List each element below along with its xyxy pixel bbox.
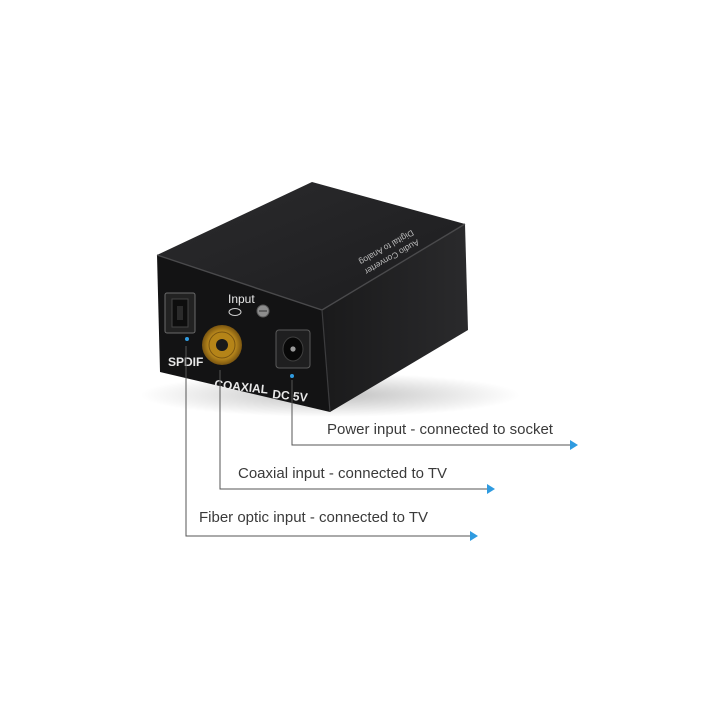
dc-marker-dot	[290, 374, 294, 378]
fiber-leader-line	[185, 346, 470, 537]
power-arrow-icon	[570, 440, 578, 450]
device-front-panel	[157, 255, 330, 412]
fiber-arrow-icon	[470, 531, 478, 541]
device-corner-edge	[321, 309, 331, 413]
coaxial-label: COAXIAL	[214, 377, 269, 397]
input-screw	[256, 304, 270, 318]
input-label: Input	[228, 292, 255, 306]
spdif-marker-dot	[185, 337, 189, 341]
coaxial-port	[202, 325, 242, 365]
spdif-port	[164, 292, 196, 334]
dc-label: DC 5V	[272, 387, 309, 405]
power-leader-line	[291, 380, 570, 446]
coaxial-arrow-icon	[487, 484, 495, 494]
callout-leader-lines	[185, 346, 570, 537]
input-icon	[228, 308, 242, 316]
callout-power: Power input - connected to socket	[327, 421, 553, 438]
coaxial-leader-line	[219, 370, 487, 490]
callout-coaxial: Coaxial input - connected to TV	[238, 465, 448, 482]
callout-fiber: Fiber optic input - connected to TV	[199, 509, 429, 526]
device-top-face	[157, 182, 465, 310]
device-side-face	[322, 224, 468, 412]
dc-port	[275, 329, 311, 369]
